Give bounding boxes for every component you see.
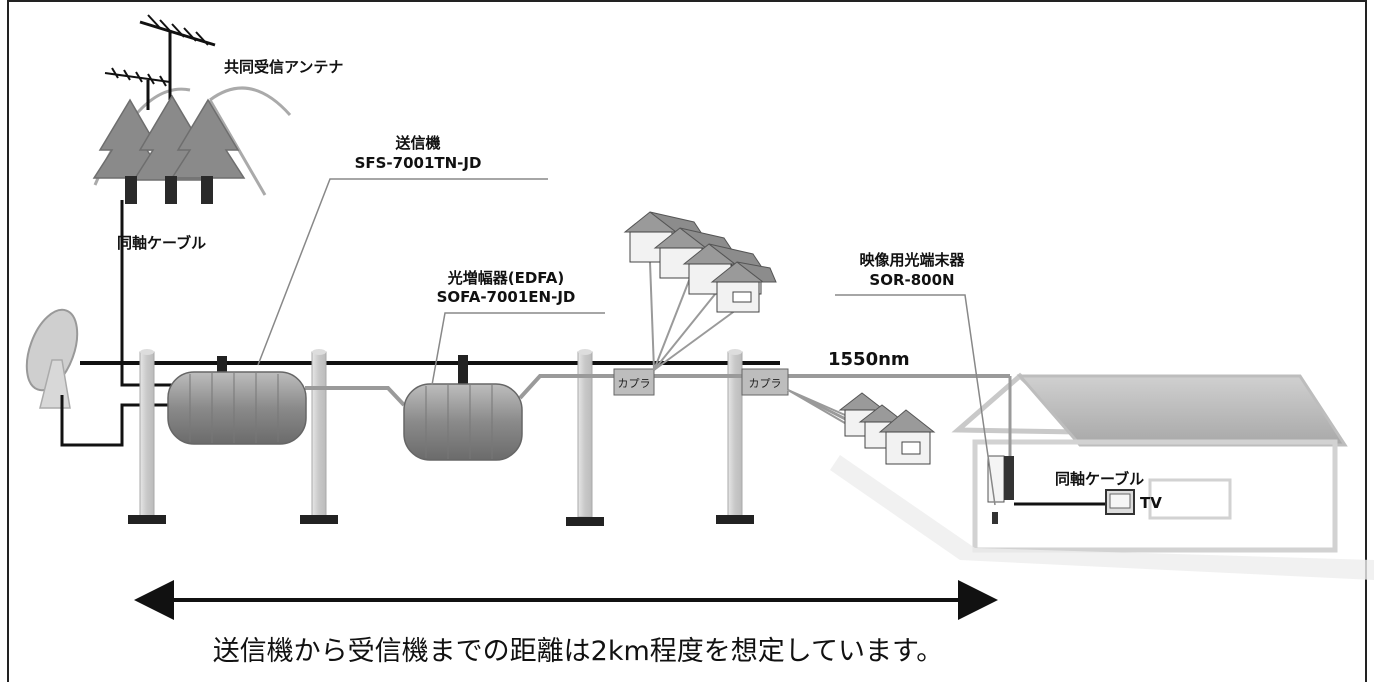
shared-antenna-icon [92, 14, 292, 204]
utility-poles [128, 349, 754, 526]
optical-terminal-icon [987, 455, 1014, 524]
edfa-device-icon [403, 355, 523, 461]
fiber-segment-2 [518, 374, 614, 400]
edfa-leader [431, 312, 605, 386]
edfa-model: SOFA-7001EN-JD [437, 288, 576, 306]
pole-3 [566, 349, 604, 526]
fiber-segment-1 [305, 386, 406, 407]
pole-4 [716, 349, 754, 524]
tv-label: TV [1140, 494, 1162, 512]
edfa-title: 光増幅器(EDFA) [447, 269, 565, 287]
antenna-label: 共同受信アンテナ [224, 58, 343, 76]
wavelength-label: 1550nm [828, 349, 910, 370]
coupler-2 [741, 368, 789, 396]
coax-label-house: 同軸ケーブル [1055, 470, 1144, 488]
upper-house-cluster [623, 211, 777, 313]
coupler-1 [613, 368, 655, 396]
coupler-2-label: カプラ [749, 377, 782, 390]
distance-caption: 送信機から受信機までの距離は2km程度を想定しています。 [213, 636, 944, 667]
coax-label-top: 同軸ケーブル [117, 234, 206, 252]
coax-cable-dish [60, 395, 178, 447]
coax-cable-antenna [120, 200, 178, 387]
pole-2 [300, 349, 338, 524]
customer-house-icon [830, 372, 1374, 580]
coupler-1-label: カプラ [618, 377, 651, 390]
onu-title: 映像用光端末器 [859, 251, 965, 269]
transmitter-title: 送信機 [394, 134, 440, 152]
satellite-dish-icon [25, 308, 79, 409]
pole-1 [128, 349, 166, 524]
drop-lines-upper [649, 261, 737, 371]
house-icon [710, 261, 777, 313]
lower-house-cluster [838, 392, 936, 465]
transmitter-device-icon [167, 356, 307, 445]
onu-model: SOR-800N [869, 271, 954, 289]
house-icon [878, 409, 936, 465]
transmitter-leader [257, 178, 548, 366]
transmitter-model: SFS-7001TN-JD [355, 154, 482, 172]
onu-leader [835, 294, 996, 506]
